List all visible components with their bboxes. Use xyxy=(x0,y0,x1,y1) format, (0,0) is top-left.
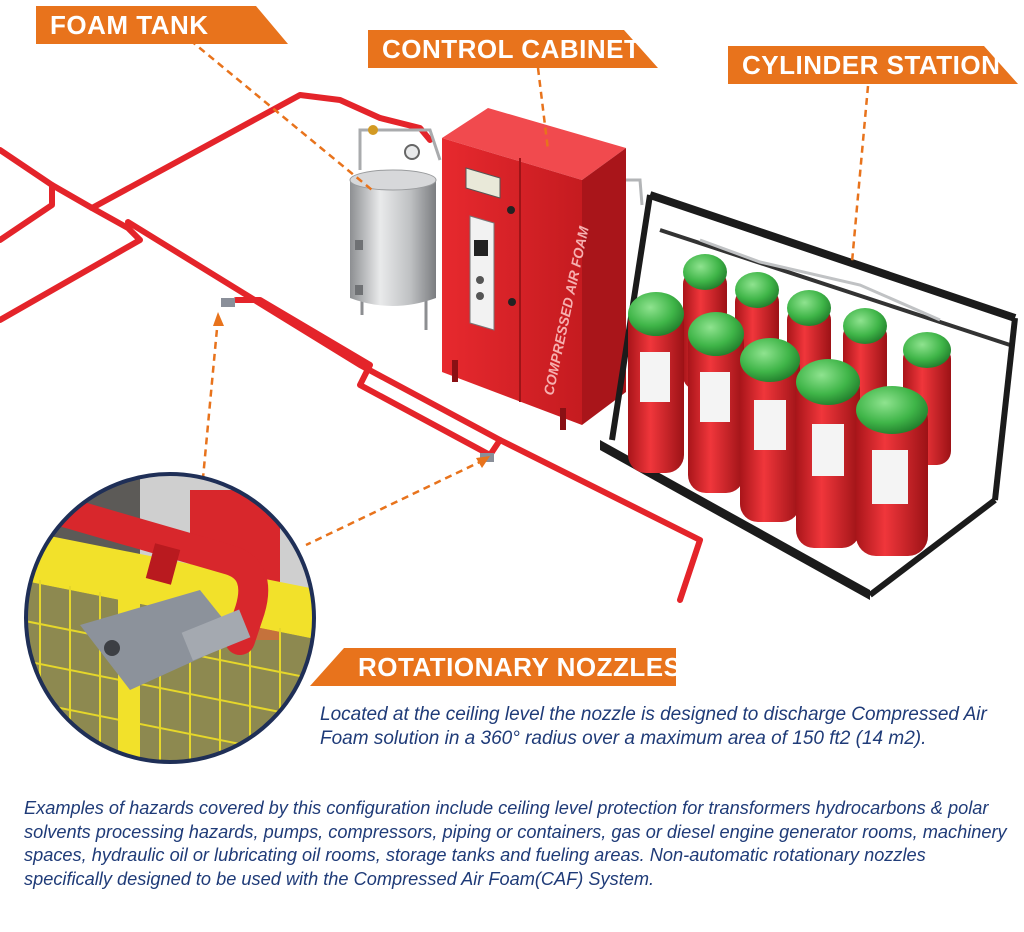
cylinder-station-label-text: CYLINDER STATION xyxy=(742,49,1001,80)
control-cabinet-label-text: CONTROL CABINET xyxy=(382,33,641,64)
leader-foam-tank xyxy=(189,39,373,191)
cylinder-station-banner xyxy=(728,46,1018,84)
foam-tank-label-text: FOAM TANK xyxy=(50,9,209,40)
foam-tank-banner xyxy=(36,6,288,44)
rotationary-nozzles-label: ROTATIONARY NOZZLES xyxy=(344,648,682,686)
control-cabinet-banner xyxy=(368,30,658,68)
cylinder-station-label: CYLINDER STATION xyxy=(728,46,1018,84)
leader-control-cabinet xyxy=(536,67,550,151)
foam-tank-label: FOAM TANK xyxy=(36,6,288,44)
cylinder-station xyxy=(600,191,1018,600)
leader-cylinder-station xyxy=(850,85,870,263)
rotationary-nozzles-banner xyxy=(310,648,676,686)
control-cabinet-label: CONTROL CABINET xyxy=(368,30,658,68)
leader-lines xyxy=(189,39,870,547)
nozzle-marker xyxy=(221,298,235,307)
branch-pipe-left-upper xyxy=(0,182,55,243)
nozzle-branch-pipe xyxy=(233,297,503,458)
nozzle-description: Located at the ceiling level the nozzle … xyxy=(320,704,987,749)
foam-tank xyxy=(349,125,442,330)
control-cabinet: COMPRESSED AIR FOAM xyxy=(442,108,644,430)
tank-feed-pipe xyxy=(377,115,433,143)
leader-nozzle-lower xyxy=(305,458,485,547)
cylinder-front-row xyxy=(628,292,928,556)
main-supply-pipe xyxy=(0,92,383,211)
hazards-description: Examples of hazards covered by this conf… xyxy=(24,798,1007,889)
rotationary-nozzles-label-text: ROTATIONARY NOZZLES xyxy=(358,651,682,682)
leader-nozzle-upper xyxy=(201,317,220,479)
pipe-network xyxy=(0,92,703,603)
nozzle-zoom-inset xyxy=(24,472,316,764)
branch-pipe-left-lower xyxy=(0,205,143,323)
